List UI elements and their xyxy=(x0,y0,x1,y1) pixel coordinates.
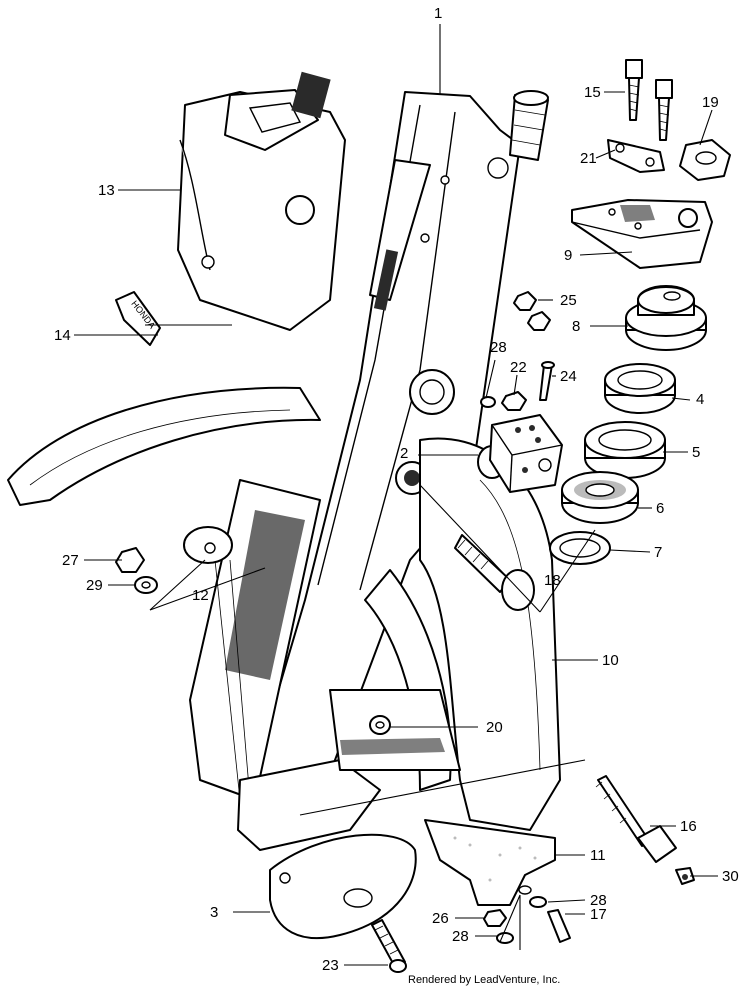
nuts-25 xyxy=(513,291,551,331)
screw-17 xyxy=(547,909,571,943)
callout-29: 29 xyxy=(86,577,103,594)
headlight-case xyxy=(177,71,346,331)
screw-23 xyxy=(371,919,407,973)
callout-18: 18 xyxy=(544,572,561,589)
washer-7 xyxy=(549,531,611,565)
callout-28-upper: 28 xyxy=(490,339,507,356)
nut-19 xyxy=(679,139,731,181)
nut-22 xyxy=(501,391,527,411)
callout-5: 5 xyxy=(692,444,700,461)
emblem: HONDA xyxy=(115,291,161,346)
callout-11: 11 xyxy=(590,847,606,864)
dust-seal-6 xyxy=(561,471,639,524)
screw-30 xyxy=(675,867,695,885)
callout-28-lower-right: 28 xyxy=(590,892,607,909)
callout-21: 21 xyxy=(580,150,597,167)
callout-13: 13 xyxy=(98,182,115,199)
nut-20 xyxy=(369,715,391,735)
lock-plate-21 xyxy=(607,139,665,173)
leader-lines xyxy=(74,24,718,966)
callout-25: 25 xyxy=(560,292,577,309)
fork-lower-cover xyxy=(424,819,556,906)
credit-text: Rendered by LeadVenture, Inc. xyxy=(408,974,561,986)
cone-race-4 xyxy=(604,363,676,414)
nut-27 xyxy=(115,547,145,573)
callout-26: 26 xyxy=(432,910,449,927)
pivot-block xyxy=(489,414,563,493)
callout-6: 6 xyxy=(656,500,664,517)
bolt-24 xyxy=(539,361,555,401)
fork-grommet xyxy=(183,526,233,564)
callout-3: 3 xyxy=(210,904,218,921)
callout-30: 30 xyxy=(722,868,739,885)
callout-23: 23 xyxy=(322,957,339,974)
callout-4: 4 xyxy=(696,391,704,408)
bolts-15 xyxy=(625,59,673,141)
callout-16: 16 xyxy=(680,818,697,835)
main-fork-pipe xyxy=(239,91,521,841)
callout-28-lower-left: 28 xyxy=(452,928,469,945)
callout-2: 2 xyxy=(400,445,408,462)
washer-29 xyxy=(134,576,158,594)
top-bridge-9 xyxy=(571,199,713,269)
callout-12: 12 xyxy=(192,587,209,604)
washer-28-lower-left xyxy=(496,932,514,944)
callout-19: 19 xyxy=(702,94,719,111)
callout-14: 14 xyxy=(54,327,71,344)
lower-fork-bracket xyxy=(237,689,461,851)
callout-24: 24 xyxy=(560,368,577,385)
callout-7: 7 xyxy=(654,544,662,561)
callout-8: 8 xyxy=(572,318,580,335)
steering-nut-8 xyxy=(625,285,707,351)
ball-race-5 xyxy=(584,421,666,479)
washer-28-lower-right xyxy=(518,885,547,908)
callout-10: 10 xyxy=(602,652,619,669)
washer-28-upper xyxy=(480,396,496,408)
callout-22: 22 xyxy=(510,359,527,376)
callout-20: 20 xyxy=(486,719,503,736)
adjuster-bolt-16 xyxy=(595,775,677,863)
callout-9: 9 xyxy=(564,247,572,264)
fork-bottom-cover xyxy=(269,833,417,940)
callout-1: 1 xyxy=(434,5,442,22)
callout-labels: 1 2 3 4 5 6 7 8 9 10 11 12 13 14 15 16 1… xyxy=(54,5,739,974)
callout-27: 27 xyxy=(62,552,79,569)
callout-15: 15 xyxy=(584,84,601,101)
callout-17: 17 xyxy=(590,906,607,923)
front-fender-lower xyxy=(7,386,321,506)
steering-stem-tube xyxy=(509,90,549,161)
nut-26 xyxy=(483,909,507,927)
